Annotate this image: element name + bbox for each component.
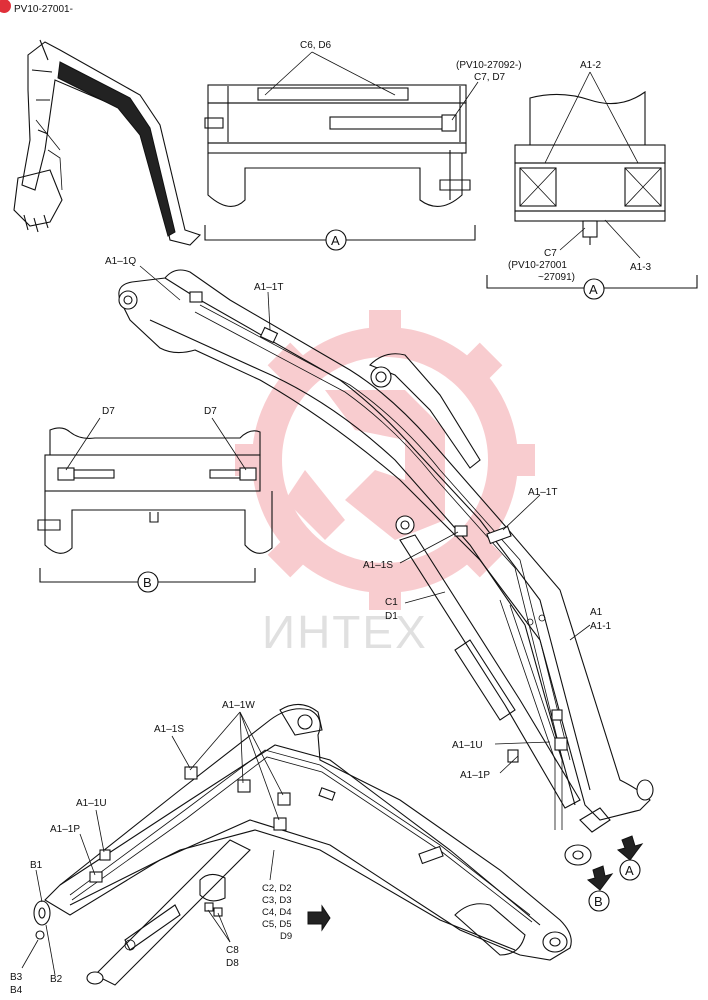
view-a-right-leaders <box>544 71 641 259</box>
view-a-right-marker <box>583 278 605 300</box>
arm-letter-b: B <box>594 894 603 909</box>
watermark-text: ИНТЕХ <box>262 606 428 658</box>
label-d7-left: D7 <box>102 406 115 417</box>
watermark-gear-icon <box>235 310 535 610</box>
label-range-1: (PV10-27001 <box>508 260 567 271</box>
view-a-right: A1-2 C7 (PV10-27001 ~27091) A1-3 A <box>486 60 698 300</box>
label-b1: B1 <box>30 860 43 871</box>
watermark-logo: ИНТЕХ <box>235 310 535 658</box>
view-b-marker <box>137 571 159 593</box>
label-a1-1q: A1–1Q <box>105 256 136 267</box>
label-c6-d6: C6, D6 <box>300 40 332 51</box>
label-pv-note: (PV10-27092-) <box>456 60 522 71</box>
arm-letter-a: A <box>625 863 634 878</box>
view-b-letter: B <box>143 575 152 590</box>
label-a1: A1 <box>590 607 603 618</box>
label-range-2: ~27091) <box>538 272 575 283</box>
header: PV10-27001- <box>0 0 73 15</box>
label-d8: D8 <box>226 958 239 969</box>
label-c1: C1 <box>385 597 398 608</box>
label-a1-1w: A1–1W <box>222 700 255 711</box>
label-a1-1u-boom: A1–1U <box>76 798 107 809</box>
view-a-top-marker <box>325 229 347 251</box>
label-a1-1u-arm: A1–1U <box>452 740 483 751</box>
label-c5-d5: C5, D5 <box>262 919 292 930</box>
label-b2: B2 <box>50 974 63 985</box>
arm-marker-b <box>588 890 610 912</box>
view-b-leaders <box>65 417 247 471</box>
label-d7-right: D7 <box>204 406 217 417</box>
label-d1: D1 <box>385 611 398 622</box>
label-c7-d7: C7, D7 <box>474 72 506 83</box>
arrow-b-icon <box>586 865 614 891</box>
boom-view-arrow-icon <box>307 904 331 932</box>
label-b4: B4 <box>10 985 23 996</box>
header-badge-icon <box>0 0 11 13</box>
label-a1-3: A1-3 <box>630 262 652 273</box>
label-a1-1p-arm: A1–1P <box>460 770 490 781</box>
excavator-thumbnail <box>13 39 202 246</box>
label-a1-1p-boom: A1–1P <box>50 824 80 835</box>
boom-assembly: A1–1W A1–1S A1–1U A1–1P B1 B3 B4 B2 C2, … <box>10 700 572 996</box>
serial-code: PV10-27001- <box>14 4 73 15</box>
view-a-right-letter: A <box>589 282 598 297</box>
label-c2-d2: C2, D2 <box>262 883 292 894</box>
label-a1-2: A1-2 <box>580 60 602 71</box>
label-a1-1s-boom: A1–1S <box>154 724 184 735</box>
label-c3-d3: C3, D3 <box>262 895 292 906</box>
view-a-top: C6, D6 (PV10-27092-) C7, D7 A <box>204 40 522 251</box>
label-b3: B3 <box>10 972 23 983</box>
label-a1-1t-mid: A1–1T <box>528 487 557 498</box>
view-a-top-leaders <box>264 51 479 121</box>
label-c4-d4: C4, D4 <box>262 907 292 918</box>
label-a1-1t-top: A1–1T <box>254 282 283 293</box>
label-c8: C8 <box>226 945 239 956</box>
label-a1-1s-arm: A1–1S <box>363 560 393 571</box>
arm-assembly: B A A1–1Q A1–1T A1–1T A1–1S C1 D1 A1 A1-… <box>105 256 654 912</box>
view-b: D7 D7 B <box>37 406 273 593</box>
view-a-top-letter: A <box>331 233 340 248</box>
arm-marker-a <box>619 859 641 881</box>
label-a1-1: A1-1 <box>590 621 612 632</box>
arrow-a-icon <box>616 835 644 861</box>
label-c7: C7 <box>544 248 557 259</box>
label-d9: D9 <box>280 931 292 942</box>
